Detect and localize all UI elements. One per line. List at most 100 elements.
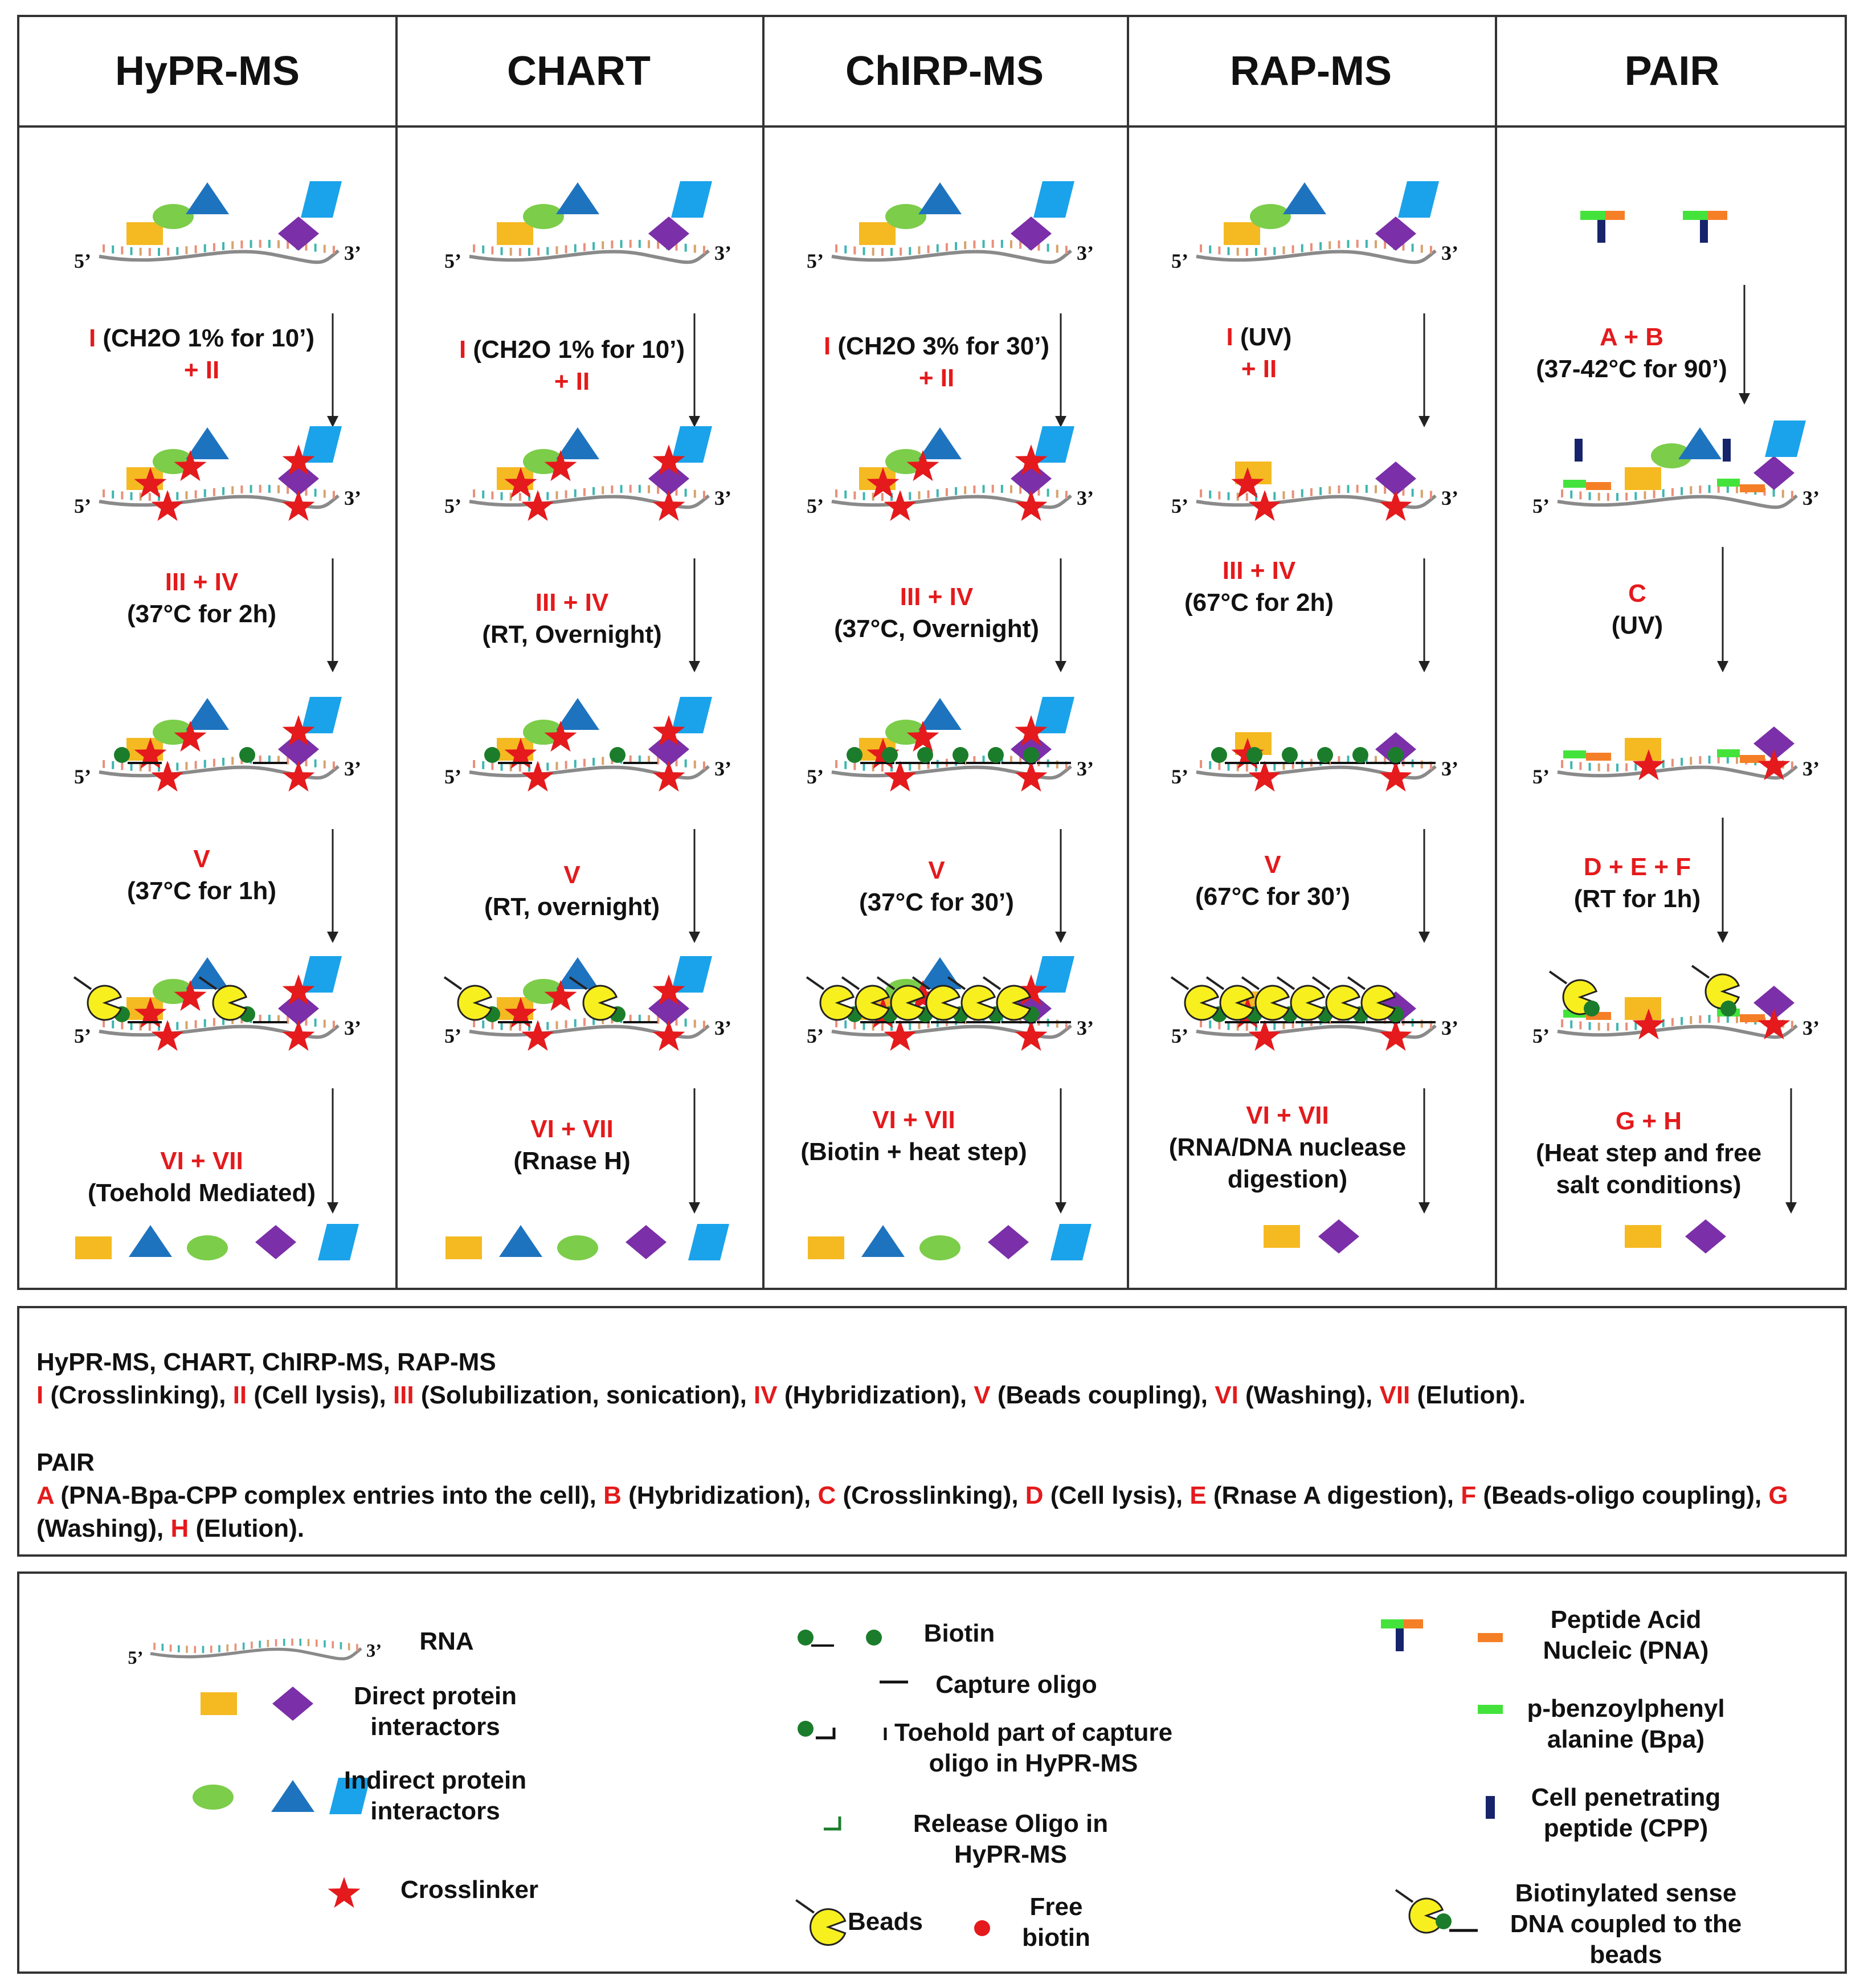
three-prime-label: 3’ bbox=[1077, 1017, 1094, 1039]
three-prime-label: 3’ bbox=[1802, 757, 1820, 780]
chart-step1: I (CH2O 1% for 10’) + II bbox=[459, 336, 685, 395]
rna-backbone bbox=[469, 249, 710, 264]
process-row: 5’3’ bbox=[73, 956, 361, 1051]
abbrev-desc: (PNA-Bpa-CPP complex entries into the ce… bbox=[60, 1481, 604, 1509]
biotin-dot bbox=[1317, 1006, 1333, 1022]
abbrev-key: III bbox=[393, 1381, 421, 1409]
cpp-bar bbox=[1723, 439, 1731, 462]
process-arrow-head bbox=[1419, 661, 1430, 672]
direct-protein-diamond bbox=[1753, 986, 1794, 1020]
rna-backbone bbox=[99, 1024, 340, 1039]
crosslinker-star bbox=[1379, 761, 1412, 792]
direct-protein-diamond bbox=[626, 1225, 667, 1259]
rna-backbone bbox=[99, 765, 340, 780]
crosslinker-star bbox=[866, 738, 900, 769]
abbrev-desc: (Crosslinking), bbox=[50, 1381, 233, 1409]
biotin-dot bbox=[610, 1006, 626, 1022]
direct-protein-rect bbox=[859, 467, 896, 490]
crosslinker-star bbox=[504, 738, 537, 769]
crosslinker-star bbox=[1231, 738, 1264, 769]
five-prime-label: 5’ bbox=[444, 495, 461, 517]
abbrev-key: V bbox=[974, 1381, 998, 1409]
three-prime-label: 3’ bbox=[714, 487, 731, 509]
crosslinker-star bbox=[866, 467, 900, 499]
diagram-graphics: 5’3’5’3’5’3’5’3’5’3’5’3’5’3’5’3’5’3’5’3’… bbox=[73, 181, 1820, 1260]
abbrev-desc: (Beads-oligo coupling), bbox=[1483, 1481, 1769, 1509]
biotin-dot bbox=[847, 747, 862, 763]
direct-protein-rect bbox=[126, 997, 163, 1020]
crosslinker-star bbox=[1015, 974, 1048, 1006]
five-prime-label: 5’ bbox=[807, 250, 824, 272]
rap-ms-step3: V(67°C for 30’) bbox=[1195, 851, 1350, 911]
rna-backbone bbox=[831, 249, 1072, 264]
biotin-dot bbox=[1388, 1006, 1404, 1022]
eluted-proteins-row bbox=[75, 1224, 359, 1260]
indirect-protein-triangle bbox=[556, 698, 599, 730]
process-arrow-head bbox=[327, 661, 338, 672]
abbrev-group1-list: I (Crosslinking), II (Cell lysis), III (… bbox=[36, 1379, 1828, 1412]
crosslinker-star bbox=[151, 490, 184, 521]
direct-protein-diamond bbox=[278, 732, 319, 766]
biotin-dot bbox=[1282, 1006, 1298, 1022]
column-title-chirp-ms: ChIRP-MS bbox=[845, 48, 1044, 94]
direct-protein-rect bbox=[75, 1236, 112, 1259]
bead-stalk bbox=[982, 976, 1002, 990]
direct-protein-rect bbox=[859, 997, 896, 1020]
biotin-dot bbox=[1352, 1006, 1368, 1022]
legend-free-biotin-label: Free biotin bbox=[1022, 1893, 1090, 1952]
bead-stalk bbox=[947, 976, 966, 990]
abbrev-desc: (Hybridization), bbox=[628, 1481, 818, 1509]
five-prime-label: 5’ bbox=[444, 250, 461, 272]
indirect-protein-parallelogram bbox=[301, 426, 342, 463]
chart-step4: VI + VII(Rnase H) bbox=[513, 1115, 631, 1175]
five-prime-label: 5’ bbox=[1532, 765, 1550, 788]
three-prime-label: 3’ bbox=[1077, 757, 1094, 780]
direct-protein-rect bbox=[1625, 997, 1661, 1020]
rna-backbone bbox=[469, 765, 710, 780]
direct-protein-diamond bbox=[1011, 217, 1052, 251]
rap-ms-step4: VI + VII(RNA/DNA nuclease digestion) bbox=[1168, 1101, 1407, 1193]
hypr-ms-step1: I (CH2O 1% for 10’) + II bbox=[88, 324, 315, 384]
abbrev-desc: (Cell lysis), bbox=[254, 1381, 393, 1409]
direct-protein-rect bbox=[126, 222, 163, 245]
bead-stalk bbox=[569, 976, 588, 990]
direct-protein-diamond bbox=[988, 1225, 1029, 1259]
crosslinker-star bbox=[1015, 490, 1048, 521]
bpa-bar bbox=[1717, 749, 1740, 757]
direct-protein-rect bbox=[126, 467, 163, 490]
bead-stalk bbox=[1395, 1889, 1414, 1903]
legend-graphics: 5’3’ bbox=[128, 1619, 1503, 1946]
crosslinker-star bbox=[1231, 997, 1264, 1028]
indirect-protein-triangle bbox=[186, 957, 229, 989]
pna-bar bbox=[1586, 1012, 1611, 1020]
five-prime-label: 5’ bbox=[74, 495, 91, 517]
indirect-protein-triangle bbox=[861, 1225, 905, 1257]
abbrev-key: VI bbox=[1215, 1381, 1246, 1409]
free-biotin-dot bbox=[974, 1920, 990, 1936]
bead-stalk bbox=[806, 976, 825, 990]
indirect-protein-triangle bbox=[271, 1780, 314, 1812]
process-arrow-head bbox=[1717, 932, 1728, 943]
direct-protein-rect bbox=[859, 222, 896, 245]
crosslinker-star bbox=[906, 450, 939, 481]
indirect-protein-triangle bbox=[186, 427, 229, 459]
legend-toehold-label: Toehold part of capture oligo in HyPR-MS bbox=[894, 1718, 1173, 1777]
biotin-dot bbox=[798, 1630, 814, 1646]
abbrev-key: A bbox=[36, 1481, 61, 1509]
indirect-protein-parallelogram bbox=[688, 1224, 729, 1260]
crosslinker-star bbox=[1248, 1020, 1281, 1051]
three-prime-label: 3’ bbox=[714, 1017, 731, 1039]
bead-pacman bbox=[457, 985, 493, 1021]
indirect-protein-ellipse bbox=[523, 449, 564, 474]
bpa-bar bbox=[1580, 211, 1605, 220]
legend-dna-beads-label: Biotinylated sense DNA coupled to the be… bbox=[1510, 1879, 1742, 1969]
hypr-ms-step3: V(37°C for 1h) bbox=[126, 845, 277, 905]
indirect-protein-triangle bbox=[129, 1225, 172, 1257]
five-prime-label: 5’ bbox=[807, 1024, 824, 1047]
biotin-dot bbox=[953, 1006, 968, 1022]
bead-stalk bbox=[1205, 976, 1225, 990]
legend-rna-label: RNA bbox=[419, 1627, 474, 1655]
crosslinker-star bbox=[544, 721, 577, 752]
rna-backbone bbox=[1196, 494, 1437, 509]
rna-backbone bbox=[831, 494, 1072, 509]
